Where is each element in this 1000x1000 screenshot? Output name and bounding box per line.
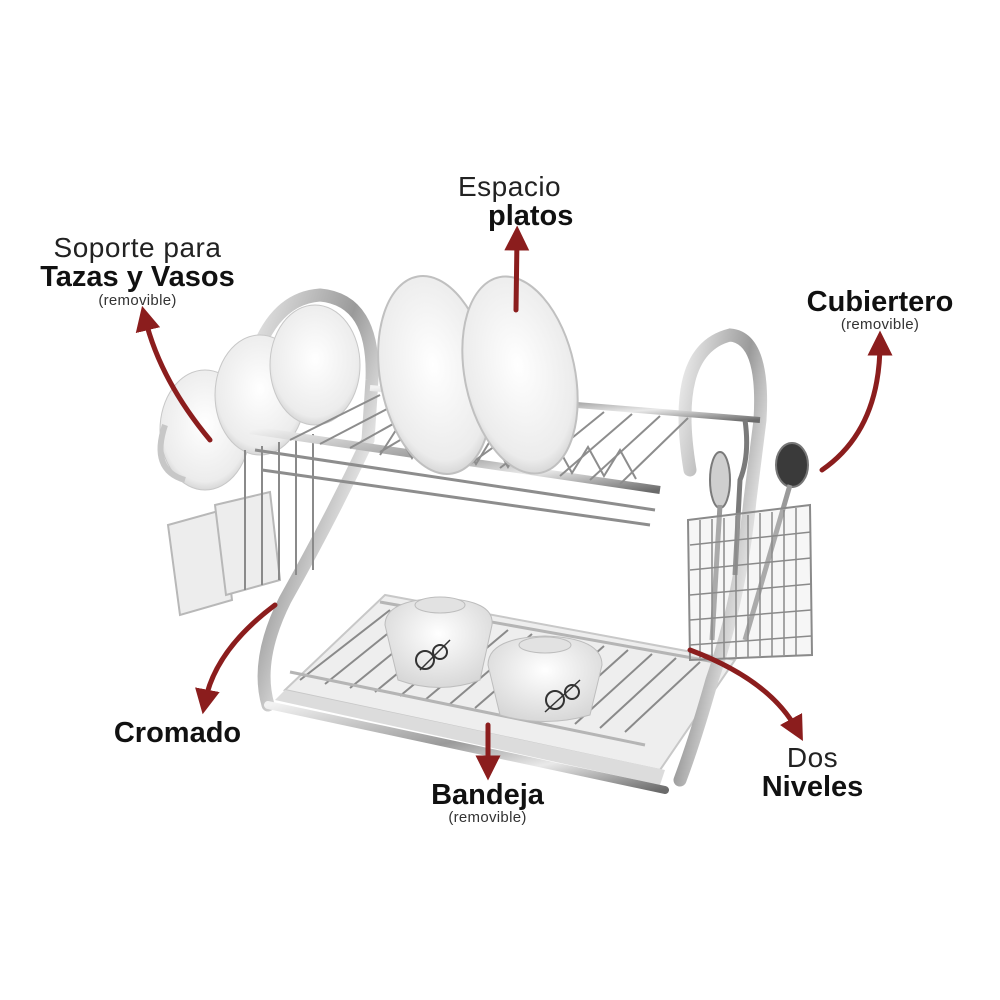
label-espacio-line1: Espacio [458, 171, 562, 202]
cup-holder-glasses [166, 490, 282, 617]
arrow-cromado [195, 602, 278, 715]
label-bandeja-note: (removible) [448, 809, 527, 827]
chrome-frame [233, 288, 768, 794]
label-bandeja-line1: Bandeja [431, 779, 544, 811]
label-cromado: Cromado [95, 717, 260, 749]
arrow-cubiertero [819, 330, 893, 473]
label-soporte-line1: Soporte para [53, 232, 222, 263]
arrow-espacio [504, 225, 530, 313]
label-niveles-line2: Niveles [761, 771, 864, 804]
callout-arrows [135, 225, 893, 781]
plates [377, 275, 579, 475]
bowl-right [487, 635, 603, 722]
label-cromado-line1: Cromado [113, 717, 242, 749]
label-soporte-line2: Tazas y Vasos [40, 261, 235, 294]
label-cubiertero: Cubiertero (removible) [780, 287, 980, 333]
label-bandeja: Bandeja (removible) [410, 780, 565, 826]
arrow-soporte [135, 305, 213, 443]
label-espacio-line2: platos [488, 200, 574, 233]
cutlery-holder [686, 419, 814, 662]
label-cubiertero-line1: Cubiertero [806, 286, 954, 318]
bowl-left [384, 596, 493, 688]
label-espacio: Espacio platos [440, 172, 600, 232]
cup-holder-wire [244, 434, 314, 590]
label-niveles: Dos Niveles [745, 743, 880, 803]
arrow-niveles [687, 647, 803, 741]
label-niveles-line1: Dos [786, 742, 839, 773]
label-cubiertero-note: (removible) [840, 316, 920, 334]
label-soporte-note: (removible) [98, 291, 177, 309]
label-soporte: Soporte para Tazas y Vasos (removible) [20, 233, 255, 309]
